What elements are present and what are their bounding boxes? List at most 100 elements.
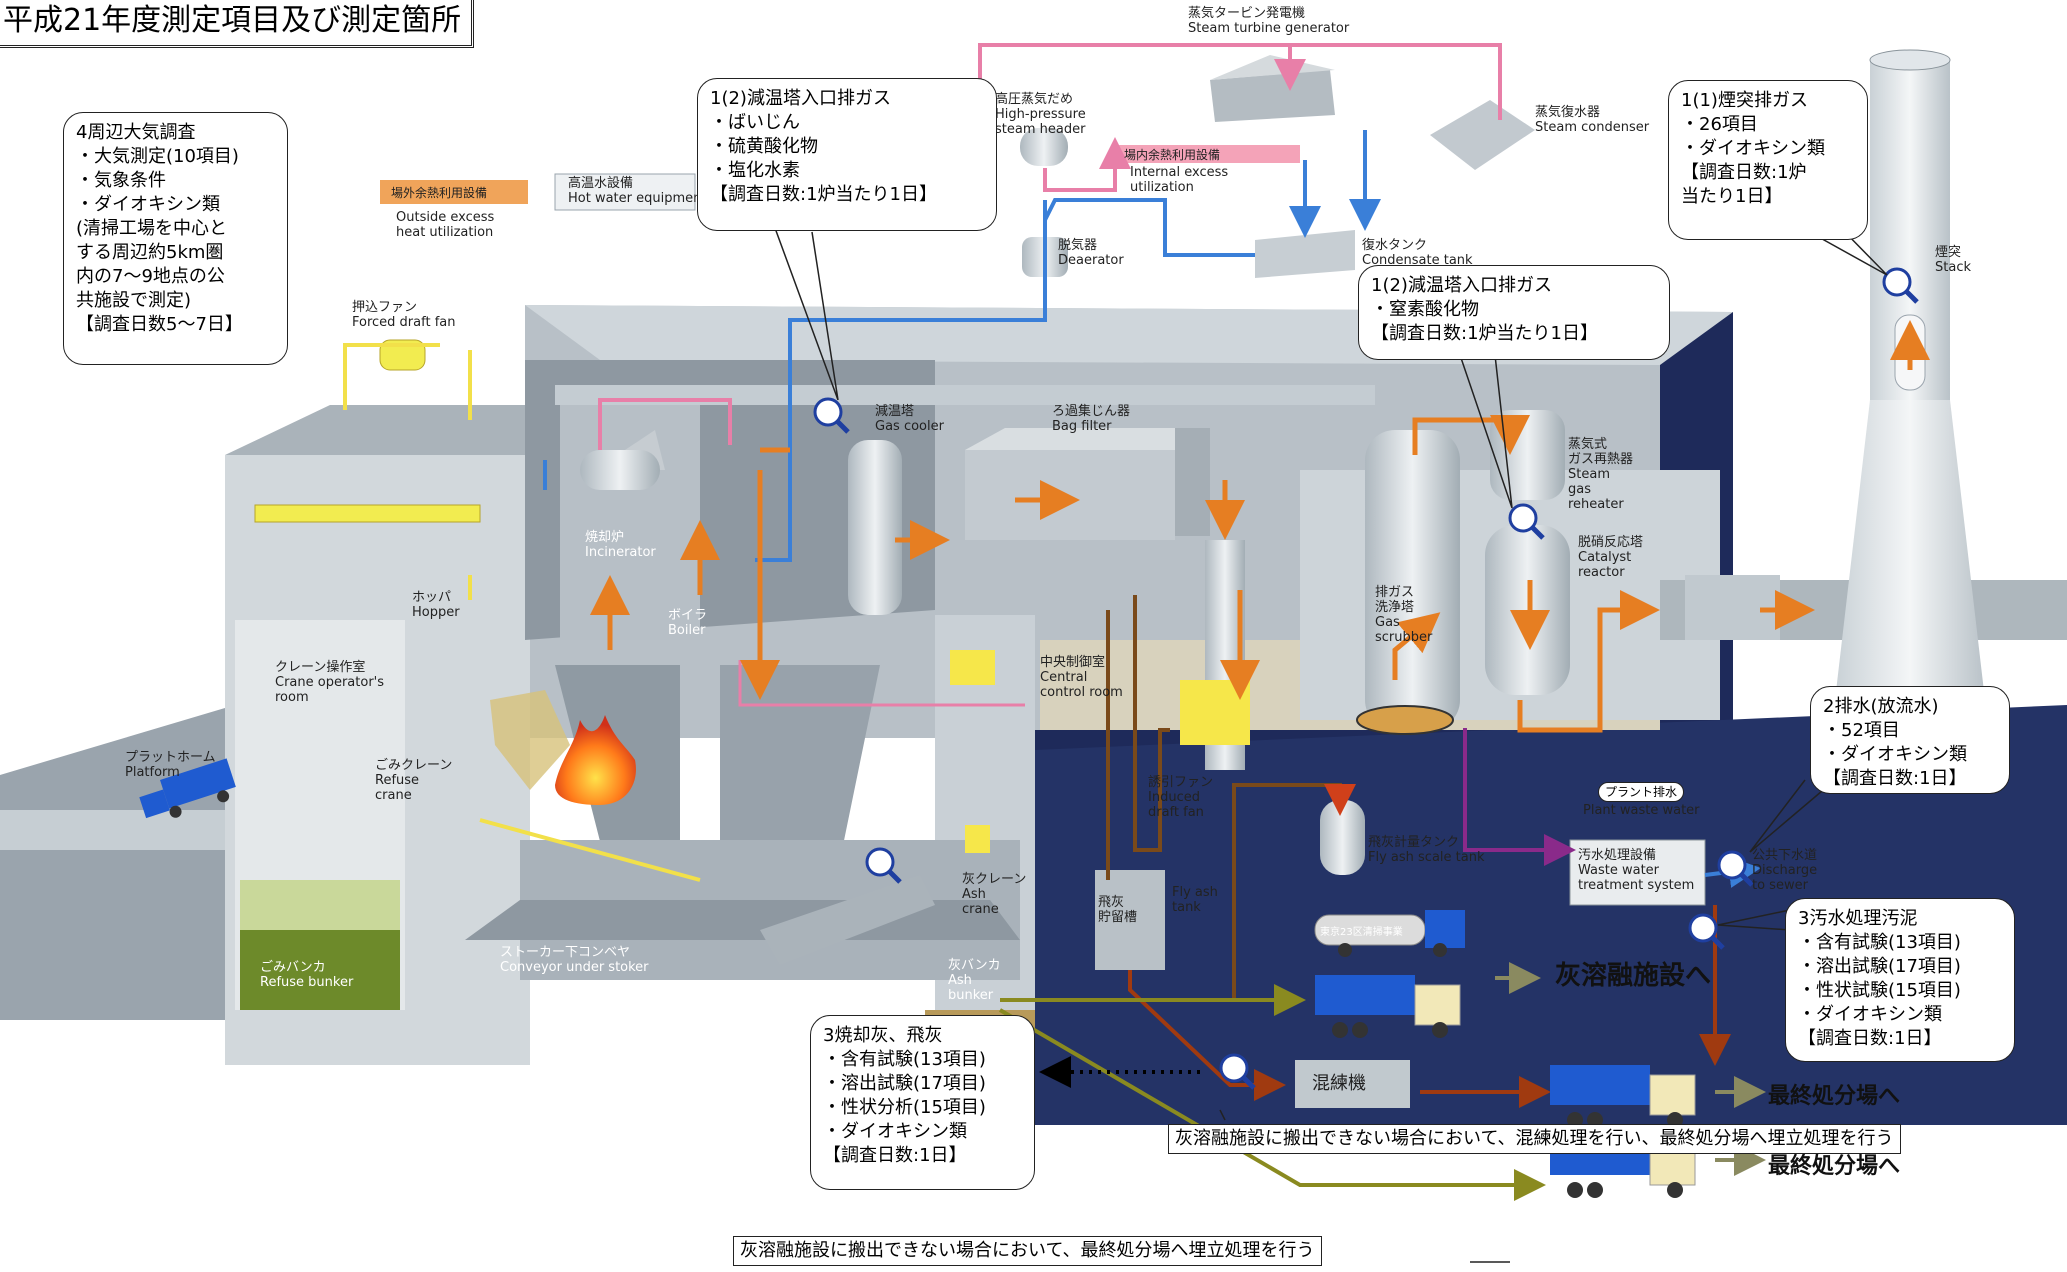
- callout-line: ・気象条件: [76, 170, 166, 191]
- callout-line: ・性状分析(15項目): [823, 1097, 986, 1118]
- callout-line: (清掃工場を中心と: [76, 218, 228, 239]
- page-title: 平成21年度測定項目及び測定箇所: [0, 0, 475, 48]
- callout-line: 【調査日数:1日】: [1823, 768, 1967, 789]
- callout-line: する周辺約5km圏: [76, 242, 224, 263]
- callout-line: 共施設で測定): [76, 290, 192, 311]
- note-final: 灰溶融施設に搬出できない場合において、最終処分場へ埋立処理を行う: [733, 1236, 1322, 1266]
- magnifier-icons: [813, 267, 1919, 1090]
- callout-line: 2排水(放流水): [1823, 696, 1939, 717]
- label-outside: Outside excess heat utilization: [396, 210, 495, 240]
- label-platform: プラットホーム Platform: [125, 750, 216, 780]
- magnifier-icon: [1508, 503, 1545, 540]
- label-scrubber: 排ガス 洗浄塔 Gas scrubber: [1375, 585, 1433, 645]
- label-bagfilter: ろ過集じん器 Bag filter: [1052, 404, 1131, 434]
- label-deaerator: 脱気器 Deaerator: [1058, 238, 1124, 268]
- label-hopper: ホッパ Hopper: [412, 590, 460, 620]
- label-flyashtank: Fly ash tank: [1172, 885, 1218, 915]
- callout-line: ・ダイオキシン類: [1823, 744, 1967, 765]
- callout-line: ・ダイオキシン類: [1798, 1004, 1942, 1025]
- callout-stack: 1(1)煙突排ガス・26項目・ダイオキシン類【調査日数:1炉当たり1日】: [1668, 80, 1868, 240]
- callout-line: ・ダイオキシン類: [823, 1121, 967, 1142]
- label-conveyor: ストーカー下コンベヤ Conveyor under stoker: [500, 945, 649, 975]
- magnifier-icon: [1882, 267, 1919, 304]
- callout-line: 1(2)減温塔入口排ガス: [710, 88, 891, 109]
- turbine-area: [380, 55, 1535, 278]
- label-flyashbin: 飛灰 貯留槽: [1098, 895, 1138, 925]
- callout-line: 4周辺大気調査: [76, 122, 196, 143]
- label-incinerator: 焼却炉 Incinerator: [585, 530, 656, 560]
- callout-line: ・ばいじん: [710, 112, 800, 133]
- callout-pointers: [774, 224, 1888, 1263]
- label-turbine: 蒸気タービン発電機 Steam turbine generator: [1188, 6, 1350, 36]
- label-catalyst: 脱硝反応塔 Catalyst reactor: [1578, 535, 1644, 580]
- callout-line: ・窒素酸化物: [1371, 299, 1479, 320]
- label-refusecrane: ごみクレーン Refuse crane: [375, 758, 453, 803]
- label-reheater: 蒸気式 ガス再熱器 Steam gas reheater: [1568, 437, 1634, 512]
- callout-atmosphere: 4周辺大気調査・大気測定(10項目)・気象条件・ダイオキシン類(清掃工場を中心と…: [63, 112, 288, 365]
- callout-line: 当たり1日】: [1681, 186, 1783, 207]
- label-ashcrane: 灰クレーン Ash crane: [962, 872, 1027, 917]
- callout-line: 【調査日数:1日】: [1798, 1028, 1942, 1049]
- callout-water: 2排水(放流水) ・52項目・ダイオキシン類【調査日数:1日】: [1810, 686, 2010, 794]
- callout-line: 3汚水処理汚泥: [1798, 908, 1918, 929]
- label-mixer: 混練機: [1312, 1073, 1366, 1094]
- label-ashbunker: 灰バンカ Ash bunker: [948, 958, 1001, 1003]
- callout-line: 1(1)煙突排ガス: [1681, 90, 1808, 111]
- magnifier-icon: [1688, 913, 1725, 950]
- label-refusebunker: ごみバンカ Refuse bunker: [260, 960, 354, 990]
- callout-line: ・塩化水素: [710, 160, 800, 181]
- dest-final-2: 最終処分場へ: [1768, 1154, 1901, 1179]
- label-internal: Internal excess utilization: [1130, 165, 1229, 195]
- callout-line: 【調査日数5～7日】: [76, 314, 243, 335]
- callout-line: 【調査日数:1日】: [823, 1145, 967, 1166]
- label-wwt: 汚水処理設備 Waste water treatment system: [1578, 848, 1695, 893]
- flow-lines: [343, 43, 1930, 1201]
- callout-cooler-b: 1(2)減温塔入口排ガス・窒素酸化物【調査日数:1炉当たり1日】: [1358, 265, 1670, 360]
- label-condenser: 蒸気復水器 Steam condenser: [1535, 105, 1650, 135]
- callout-ash: 3焼却灰、飛灰・含有試験(13項目) ・溶出試験(17項目) ・性状分析(15項目)…: [810, 1015, 1035, 1190]
- label-fdfan: 押込ファン Forced draft fan: [352, 300, 456, 330]
- label-internal-tag: 場内余熱利用設備: [1124, 148, 1221, 162]
- label-condtank: 復水タンク Condensate tank: [1362, 238, 1473, 268]
- callout-line: 【調査日数:1炉当たり1日】: [1371, 323, 1598, 344]
- callout-line: ・溶出試験(17項目): [1798, 956, 1961, 977]
- label-sewer: 公共下水道 Discharge to sewer: [1752, 848, 1818, 893]
- label-outside-tag: 場外余熱利用設備: [391, 186, 488, 200]
- callout-line: ・大気測定(10項目): [76, 146, 239, 167]
- callout-line: ・ダイオキシン類: [1681, 138, 1825, 159]
- callout-line: ・溶出試験(17項目): [823, 1073, 986, 1094]
- callout-line: ・52項目: [1823, 720, 1900, 741]
- label-gascooler: 減温塔 Gas cooler: [875, 404, 944, 434]
- callout-line: 【調査日数:1炉: [1681, 162, 1807, 183]
- label-scaletank: 飛灰計量タンク Fly ash scale tank: [1368, 835, 1485, 865]
- stack: [1835, 49, 1985, 700]
- label-header: 高圧蒸気だめ High-pressure steam header: [995, 92, 1086, 137]
- label-hotwater: 高温水設備 Hot water equipment: [568, 176, 707, 206]
- magnifier-icon: [1219, 1053, 1256, 1090]
- label-truck: 東京23区清掃事業: [1320, 927, 1403, 938]
- magnifier-icon: [865, 847, 902, 884]
- callout-line: 3焼却灰、飛灰: [823, 1025, 943, 1046]
- label-plantwaste-tag: プラント排水: [1598, 782, 1685, 802]
- label-stack: 煙突 Stack: [1935, 245, 1971, 275]
- yellow-parts: [254, 339, 1250, 853]
- magnifier-icon: [1717, 850, 1754, 887]
- dest-melt: 灰溶融施設へ: [1555, 961, 1712, 991]
- label-plantwaste: Plant waste water: [1583, 803, 1700, 818]
- callout-line: ・含有試験(13項目): [823, 1049, 986, 1070]
- label-boiler: ボイラ Boiler: [668, 608, 708, 638]
- callout-line: 内の7～9地点の公: [76, 266, 225, 287]
- callout-cooler-a: 1(2)減温塔入口排ガス・ばいじん・硫黄酸化物・塩化水素【調査日数:1炉当たり1…: [697, 78, 997, 231]
- callout-line: 【調査日数:1炉当たり1日】: [710, 184, 937, 205]
- label-craneroom: クレーン操作室 Crane operator's room: [275, 660, 385, 705]
- magnifier-icon: [813, 397, 850, 434]
- callout-line: ・含有試験(13項目): [1798, 932, 1961, 953]
- callout-sludge: 3汚水処理汚泥・含有試験(13項目) ・溶出試験(17項目) ・性状試験(15項目)…: [1785, 898, 2015, 1062]
- callout-line: ・26項目: [1681, 114, 1758, 135]
- callout-line: ・硫黄酸化物: [710, 136, 818, 157]
- callout-line: ・性状試験(15項目): [1798, 980, 1961, 1001]
- label-control: 中央制御室 Central control room: [1040, 655, 1123, 700]
- note-mixer: 灰溶融施設に搬出できない場合において、混練処理を行い、最終処分場へ埋立処理を行う: [1168, 1124, 1901, 1154]
- callout-line: 1(2)減温塔入口排ガス: [1371, 275, 1552, 296]
